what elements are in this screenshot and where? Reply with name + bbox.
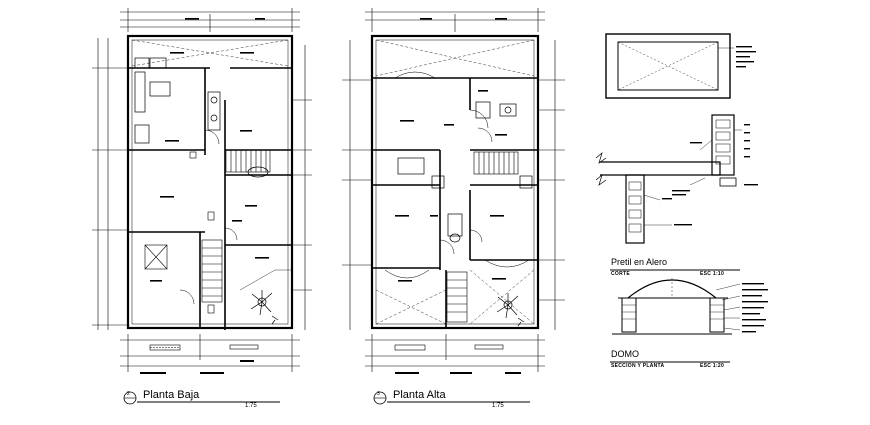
planta-alta-scale: 1:75 [492, 403, 504, 409]
planta-alta-number: 3 [377, 391, 380, 397]
domo-section-detail [610, 278, 768, 363]
planta-alta-plan [342, 8, 565, 374]
planta-baja-title: Planta Baja [143, 389, 200, 401]
detail-plan-box [605, 33, 756, 99]
planta-alta-title-block [373, 391, 530, 405]
planta-baja-number: 2 [127, 391, 130, 397]
planta-baja-plan [92, 8, 312, 374]
pretil-section-detail [595, 114, 758, 271]
domo-subtitle: SECCION Y PLANTA [611, 363, 665, 369]
planta-alta-title: Planta Alta [393, 389, 446, 401]
pretil-scale: ESC 1:10 [700, 271, 725, 277]
domo-title: DOMO [611, 349, 639, 359]
pretil-title: Pretil en Alero [611, 257, 668, 267]
domo-scale: ESC 1:20 [700, 363, 725, 369]
pretil-subtitle: CORTE [611, 271, 630, 277]
planta-baja-title-block [123, 391, 280, 405]
planta-baja-scale: 1:75 [245, 403, 257, 409]
